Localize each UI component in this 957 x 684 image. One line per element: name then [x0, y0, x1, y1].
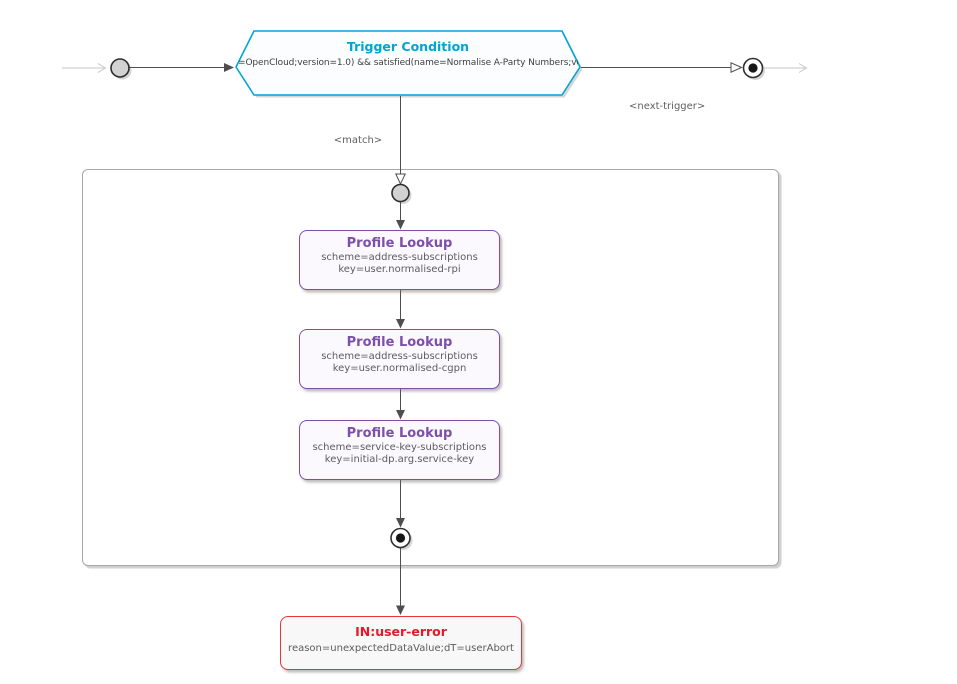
transition-lookup2-lookup3 [396, 389, 405, 420]
profile-lookup-param: key=user.normalised-cgpn [332, 363, 467, 374]
trigger-condition-label: Trigger Condition =OpenCloud;version=1.0… [238, 39, 578, 68]
initial-state-node [110, 58, 132, 80]
profile-lookup-title: Profile Lookup [346, 426, 453, 441]
external-entry-arrow [62, 63, 107, 73]
profile-lookup-node-3: Profile Lookup scheme=service-key-subscr… [299, 420, 500, 480]
transition-to-lookup-1 [396, 202, 405, 230]
trigger-condition-hexagon [235, 30, 583, 98]
edge-label-next-trigger: <next-trigger> [629, 101, 706, 112]
profile-lookup-node-1: Profile Lookup scheme=address-subscripti… [299, 230, 500, 290]
inner-initial-node [391, 183, 412, 204]
profile-lookup-param: scheme=address-subscriptions [321, 351, 478, 362]
profile-lookup-title: Profile Lookup [346, 335, 453, 350]
transition-to-inner-final [396, 480, 405, 528]
user-error-title: IN:user-error [355, 624, 447, 639]
profile-lookup-param: scheme=service-key-subscriptions [312, 442, 487, 453]
user-error-node: IN:user-error reason=unexpectedDataValue… [280, 616, 522, 670]
transition-next-trigger [581, 62, 743, 73]
transition-to-trigger [129, 63, 234, 72]
profile-lookup-title: Profile Lookup [346, 236, 453, 251]
user-error-detail: reason=unexpectedDataValue;dT=userAbort [288, 643, 514, 654]
profile-lookup-param: key=user.normalised-rpi [338, 264, 461, 275]
transition-to-error [396, 548, 405, 615]
final-state-node-top [742, 57, 765, 80]
transition-lookup1-lookup2 [396, 290, 405, 329]
profile-lookup-param: key=initial-dp.arg.service-key [324, 454, 475, 465]
edge-label-match: <match> [333, 135, 383, 146]
profile-lookup-node-2: Profile Lookup scheme=address-subscripti… [299, 329, 500, 389]
trigger-condition-expression: =OpenCloud;version=1.0) && satisfied(nam… [238, 58, 578, 68]
profile-lookup-param: scheme=address-subscriptions [321, 252, 478, 263]
external-exit-arrow [764, 63, 808, 73]
trigger-condition-title: Trigger Condition [346, 39, 470, 54]
transition-match [395, 96, 406, 186]
inner-final-node [390, 527, 413, 550]
